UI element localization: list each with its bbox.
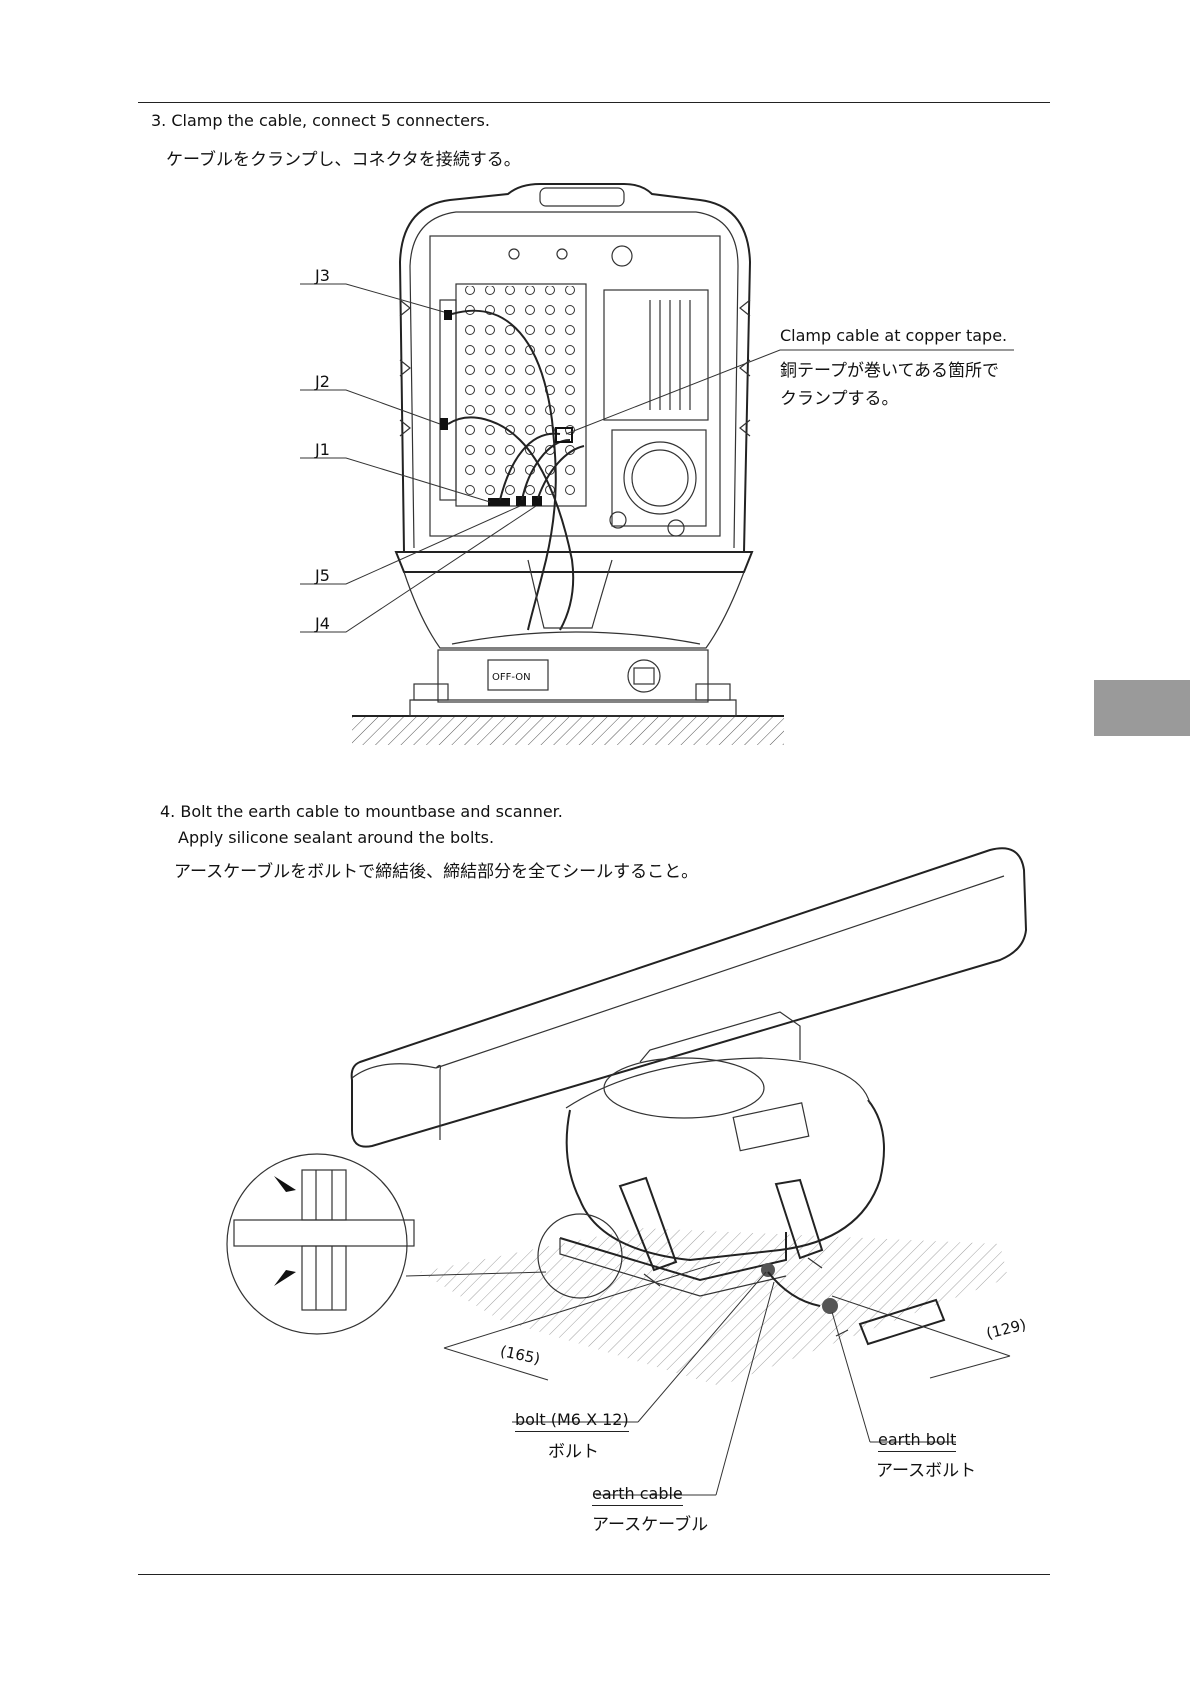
clamp-note-ja-line2: クランプする。 [780,389,899,409]
step3-title-ja: ケーブルをクランプし、コネクタを接続する。 [166,150,521,170]
step3-title-en: 3. Clamp the cable, connect 5 connecters… [151,111,490,130]
bolt-label-ja: ボルト [548,1442,599,1462]
j4-label: J4 [315,614,330,633]
step4-title-ja: アースケーブルをボルトで締結後、締結部分を全てシールすること。 [174,862,699,882]
footer-rule [138,1574,1050,1575]
step4-title-en-line1: 4. Bolt the earth cable to mountbase and… [160,802,563,821]
clamp-note-ja-line1: 銅テープが巻いてある箇所で [780,361,999,381]
j1-label: J1 [315,440,330,459]
j5-label: J5 [315,566,330,585]
earth-bolt-label-ja: アースボルト [876,1461,977,1481]
j3-label: J3 [315,266,330,285]
header-rule [138,102,1050,103]
earth-cable-label-en: earth cable [592,1484,683,1506]
step4-title-en-line2: Apply silicone sealant around the bolts. [178,828,495,847]
bolt-label-en: bolt (M6 X 12) [515,1410,629,1432]
earth-cable-label-ja: アースケーブル [592,1515,709,1535]
j2-label: J2 [315,372,330,391]
earth-bolt-label-en: earth bolt [878,1430,957,1452]
switch-label: OFF-ON [492,672,531,683]
chapter-tab [1094,680,1190,736]
clamp-note-en: Clamp cable at copper tape. [780,326,1008,345]
